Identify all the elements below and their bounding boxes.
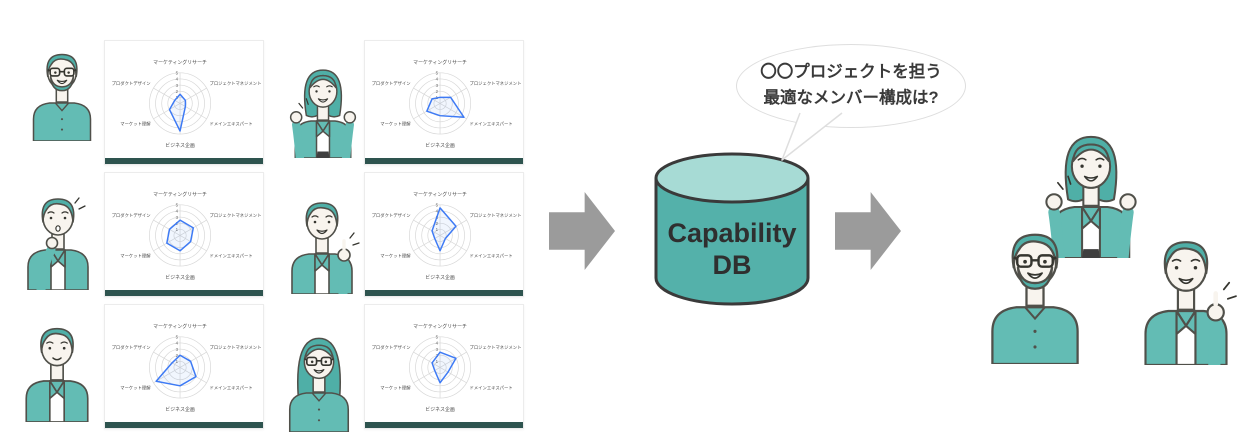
svg-text:プロダクトデザイン: プロダクトデザイン (112, 80, 151, 87)
svg-text:3: 3 (176, 83, 179, 88)
svg-text:マーケティングリサーチ: マーケティングリサーチ (153, 323, 207, 330)
svg-text:ビジネス企画: ビジネス企画 (425, 142, 455, 149)
svg-text:4: 4 (436, 209, 439, 214)
svg-text:マーケット理解: マーケット理解 (380, 385, 411, 392)
speech-bubble-text-line1: 〇〇プロジェクトを担う (760, 63, 942, 82)
member-1-avatar (24, 46, 100, 141)
svg-text:マーケティングリサーチ: マーケティングリサーチ (153, 59, 207, 66)
svg-text:プロダクトデザイン: プロダクトデザイン (112, 344, 151, 351)
svg-text:プロダクトデザイン: プロダクトデザイン (112, 212, 151, 219)
svg-text:5: 5 (176, 335, 179, 340)
member-6-radar-chart: 12345マーケティングリサーチプロジェクトマネジメントドメインエキスパートビジ… (365, 305, 523, 422)
svg-text:プロジェクトマネジメント: プロジェクトマネジメント (470, 345, 522, 351)
svg-text:プロダクトデザイン: プロダクトデザイン (372, 80, 411, 87)
member-5-chart-card: 12345 マーケティングリサーチプロジェクトマネジメントドメインエキスパートビジ… (104, 304, 264, 429)
team-member-2-avatar (1040, 130, 1142, 258)
svg-text:1: 1 (436, 227, 439, 232)
database-icon: Capability DB (654, 152, 810, 306)
svg-text:マーケット理解: マーケット理解 (380, 121, 411, 128)
member-4-avatar (282, 192, 362, 294)
card-footer-bar (105, 290, 263, 296)
svg-text:マーケット理解: マーケット理解 (120, 121, 151, 128)
svg-text:ドメインエキスパート: ドメインエキスパート (210, 122, 253, 127)
member-1-chart-card: 12345マーケティングリサーチプロジェクトマネジメントドメインエキスパートビジ… (104, 40, 264, 165)
svg-text:マーケット理解: マーケット理解 (120, 385, 151, 392)
svg-text:2: 2 (176, 353, 179, 358)
svg-text:3: 3 (176, 215, 179, 220)
svg-text:プロジェクトマネジメント: プロジェクトマネジメント (210, 81, 262, 87)
member-3-chart-card: 12345マーケティングリサーチプロジェクトマネジメントドメインエキスパートビジ… (104, 172, 264, 297)
db-label-line1: Capability (667, 218, 796, 248)
svg-text:プロジェクトマネジメント: プロジェクトマネジメント (210, 345, 262, 351)
svg-text:プロダクトデザイン: プロダクトデザイン (372, 344, 411, 351)
svg-text:3: 3 (176, 347, 179, 352)
svg-text:ドメインエキスパート: ドメインエキスパート (210, 254, 253, 259)
svg-text:4: 4 (436, 341, 439, 346)
svg-text:マーケット理解: マーケット理解 (380, 253, 411, 260)
speech-bubble-tail (781, 112, 843, 161)
flow-arrow-icon (549, 192, 615, 270)
svg-text:5: 5 (176, 71, 179, 76)
svg-text:1: 1 (436, 359, 439, 364)
svg-text:マーケティングリサーチ: マーケティングリサーチ (413, 191, 467, 198)
card-footer-bar (105, 422, 263, 428)
svg-text:5: 5 (176, 203, 179, 208)
card-footer-bar (365, 422, 523, 428)
svg-text:マーケット理解: マーケット理解 (120, 253, 151, 260)
member-5-radar-chart: 12345 マーケティングリサーチプロジェクトマネジメントドメインエキスパートビジ… (105, 305, 263, 422)
svg-text:ドメインエキスパート: ドメインエキスパート (470, 254, 513, 259)
svg-text:ドメインエキスパート: ドメインエキスパート (470, 122, 513, 127)
svg-text:1: 1 (176, 227, 179, 232)
card-footer-bar (365, 158, 523, 164)
member-4-chart-card: 12345マーケティングリサーチプロジェクトマネジメントドメインエキスパートビジ… (364, 172, 524, 297)
flow-arrow-icon (835, 192, 901, 270)
speech-bubble-text-line2: 最適なメンバー構成は? (763, 89, 939, 107)
svg-text:プロダクトデザイン: プロダクトデザイン (372, 212, 411, 219)
svg-text:マーケティングリサーチ: マーケティングリサーチ (153, 191, 207, 198)
svg-text:3: 3 (436, 347, 439, 352)
member-2-radar-chart: 12345マーケティングリサーチプロジェクトマネジメントドメインエキスパートビジ… (365, 41, 523, 158)
svg-text:ビジネス企画: ビジネス企画 (425, 274, 455, 281)
svg-text:マーケティングリサーチ: マーケティングリサーチ (413, 59, 467, 66)
team-member-3-avatar (1132, 230, 1240, 365)
member-2-chart-card: 12345マーケティングリサーチプロジェクトマネジメントドメインエキスパートビジ… (364, 40, 524, 165)
svg-text:3: 3 (436, 83, 439, 88)
svg-text:プロジェクトマネジメント: プロジェクトマネジメント (470, 81, 522, 87)
svg-text:5: 5 (436, 335, 439, 340)
svg-text:2: 2 (176, 89, 179, 94)
svg-text:5: 5 (436, 203, 439, 208)
svg-text:ビジネス企画: ビジネス企画 (165, 406, 195, 413)
svg-text:ビジネス企画: ビジネス企画 (165, 142, 195, 149)
member-3-radar-chart: 12345マーケティングリサーチプロジェクトマネジメントドメインエキスパートビジ… (105, 173, 263, 290)
svg-text:ビジネス企画: ビジネス企画 (165, 274, 195, 281)
svg-text:4: 4 (436, 77, 439, 82)
svg-text:ビジネス企画: ビジネス企画 (425, 406, 455, 413)
member-1-radar-chart: 12345マーケティングリサーチプロジェクトマネジメントドメインエキスパートビジ… (105, 41, 263, 158)
svg-text:2: 2 (436, 221, 439, 226)
svg-text:5: 5 (436, 71, 439, 76)
svg-text:4: 4 (176, 77, 179, 82)
member-5-avatar (16, 316, 98, 422)
capability-db-cylinder: Capability DB (650, 150, 814, 308)
db-label-line2: DB (713, 250, 752, 280)
svg-text:2: 2 (436, 89, 439, 94)
svg-text:4: 4 (176, 341, 179, 346)
member-6-chart-card: 12345マーケティングリサーチプロジェクトマネジメントドメインエキスパートビジ… (364, 304, 524, 429)
svg-text:プロジェクトマネジメント: プロジェクトマネジメント (470, 213, 522, 219)
team-member-1-avatar (978, 222, 1092, 364)
svg-text:ドメインエキスパート: ドメインエキスパート (470, 386, 513, 391)
svg-text:1: 1 (176, 359, 179, 364)
card-footer-bar (105, 158, 263, 164)
svg-text:4: 4 (176, 209, 179, 214)
svg-text:プロジェクトマネジメント: プロジェクトマネジメント (210, 213, 262, 219)
svg-text:マーケティングリサーチ: マーケティングリサーチ (413, 323, 467, 330)
member-6-avatar (280, 324, 358, 432)
speech-bubble: 〇〇プロジェクトを担う 最適なメンバー構成は? (736, 44, 966, 128)
card-footer-bar (365, 290, 523, 296)
member-2-avatar (286, 56, 360, 158)
member-4-radar-chart: 12345マーケティングリサーチプロジェクトマネジメントドメインエキスパートビジ… (365, 173, 523, 290)
svg-text:ドメインエキスパート: ドメインエキスパート (210, 386, 253, 391)
member-3-avatar (18, 190, 98, 290)
